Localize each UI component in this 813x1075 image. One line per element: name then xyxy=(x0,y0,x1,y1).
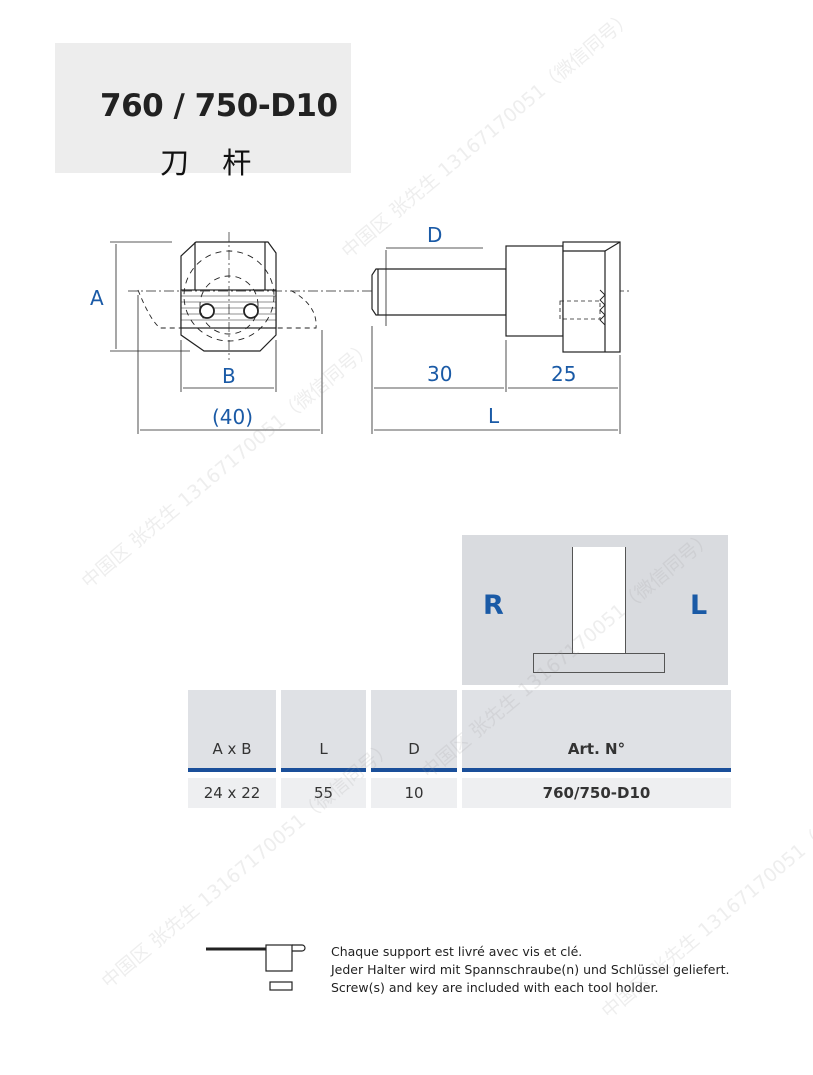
header-divider xyxy=(281,768,366,772)
product-subtitle: 刀 杆 xyxy=(160,146,264,180)
header-l: L xyxy=(281,690,366,768)
cell-art-no: 760/750-D10 xyxy=(462,778,731,808)
header-divider xyxy=(371,768,457,772)
dim-A: A xyxy=(90,286,104,310)
note-fr: Chaque support est livré avec vis et clé… xyxy=(331,944,583,959)
holder-shank xyxy=(572,547,626,656)
note-de: Jeder Halter wird mit Spannschraube(n) u… xyxy=(331,962,730,977)
note-en: Screw(s) and key are included with each … xyxy=(331,980,659,995)
orientation-image xyxy=(462,535,728,685)
holder-base xyxy=(533,653,665,673)
front-view xyxy=(110,232,630,434)
dim-B: B xyxy=(222,364,236,388)
title-box xyxy=(55,43,351,173)
cell-axb: 24 x 22 xyxy=(188,778,276,808)
dim-length-25: 25 xyxy=(551,362,577,386)
dim-width-total: (40) xyxy=(212,405,254,429)
product-title: 760 / 750-D10 xyxy=(100,88,338,124)
cell-d: 10 xyxy=(371,778,457,808)
header-d: D xyxy=(371,690,457,768)
header-axb: A x B xyxy=(188,690,276,768)
orientation-right: R xyxy=(483,590,504,621)
cell-l: 55 xyxy=(281,778,366,808)
orientation-left: L xyxy=(690,590,708,621)
header-divider xyxy=(462,768,731,772)
side-view xyxy=(371,241,621,434)
dim-L: L xyxy=(488,404,500,428)
dim-length-30: 30 xyxy=(427,362,453,386)
header-divider xyxy=(188,768,276,772)
key-and-screw-icon xyxy=(206,944,306,991)
delivery-note: Chaque support est livré avec vis et clé… xyxy=(331,943,729,997)
header-art-no: Art. N° xyxy=(462,690,731,768)
dim-D: D xyxy=(427,223,443,247)
